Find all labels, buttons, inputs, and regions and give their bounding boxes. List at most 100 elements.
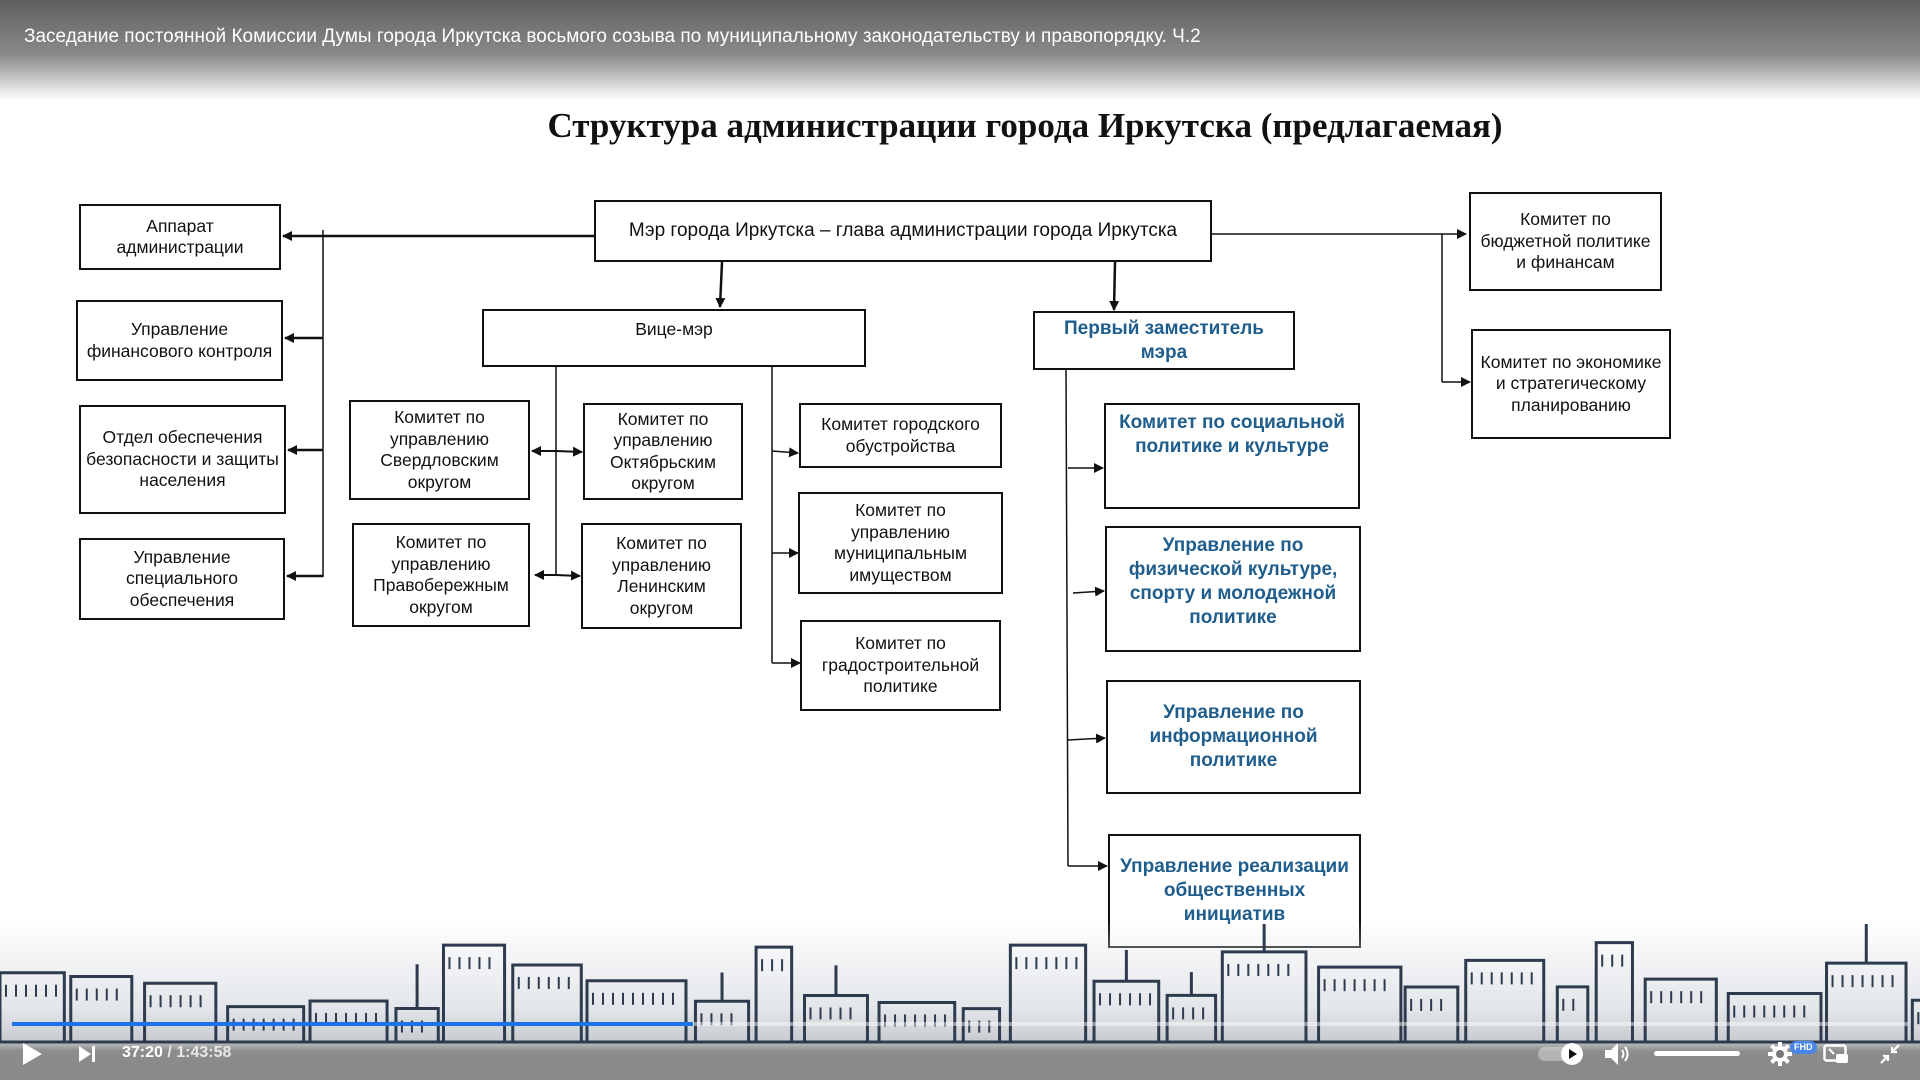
vice-committee-box: Комитет по градостроительной политике	[800, 620, 1001, 711]
first-deputy-unit-label: Управление по информационной политике	[1149, 702, 1318, 771]
district-committee-box: Комитет по управлению Свердловским округ…	[349, 400, 530, 500]
district-committee-box: Комитет по управлению Ленинским округом	[581, 523, 742, 629]
connector-district-2b	[555, 570, 581, 581]
skyline-building	[1726, 991, 1823, 1042]
skyline-building	[693, 972, 751, 1042]
skyline-building	[877, 1000, 957, 1042]
first-deputy-box: Первый заместитель мэра	[1033, 311, 1295, 370]
connector-mayor-vice	[715, 261, 726, 308]
connector-first-3	[1067, 733, 1106, 744]
skyline-building	[1092, 950, 1161, 1042]
video-title-bar: Заседание постоянной Комиссии Думы город…	[0, 0, 1920, 100]
vice-mayor-box: Вице-мэр	[482, 309, 866, 367]
first-deputy-unit-box: Управление по информационной политике	[1106, 680, 1361, 794]
district-committee-label: Комитет по управлению Ленинским округом	[611, 533, 712, 618]
connector-mayor-first	[1109, 261, 1120, 311]
connector-vice-c1	[771, 447, 799, 458]
district-committee-box: Комитет по управлению Октябрьским округо…	[583, 403, 743, 500]
skyline-building	[1910, 998, 1920, 1042]
skyline-building	[1317, 965, 1403, 1042]
skyline-building	[441, 943, 507, 1042]
left-unit-label: Управление специального обеспечения	[126, 546, 238, 610]
skyline-building	[1555, 985, 1590, 1042]
miniplayer-button[interactable]	[1822, 1042, 1850, 1066]
right-committee-label: Комитет по экономике и стратегическому п…	[1480, 351, 1662, 415]
first-deputy-unit-box: Управление по физической культуре, спорт…	[1105, 526, 1361, 652]
quality-badge: FHD	[1790, 1041, 1817, 1054]
skyline-building	[1594, 941, 1634, 1042]
connector-first-2	[1072, 586, 1105, 597]
left-unit-box: Управление специального обеспечения	[79, 538, 285, 620]
volume-icon	[1605, 1043, 1629, 1065]
time-display: 37:20 / 1:43:58	[122, 1044, 231, 1062]
autoplay-toggle-icon	[1561, 1043, 1583, 1065]
skyline-building	[511, 963, 583, 1042]
first-deputy-unit-label: Комитет по социальной политике и культур…	[1119, 412, 1345, 457]
skyline-building	[69, 975, 134, 1042]
vice-mayor-label: Вице-мэр	[635, 319, 713, 339]
skyline-building	[1165, 972, 1218, 1042]
skyline-building	[1464, 958, 1546, 1042]
left-unit-label: Отдел обеспечения безопасности и защиты …	[86, 427, 279, 491]
skyline-building	[308, 999, 389, 1042]
left-unit-box: Управление финансового контроля	[76, 300, 283, 381]
vice-committee-box: Комитет по управлению муниципальным имущ…	[798, 492, 1003, 594]
duration: 1:43:58	[176, 1044, 232, 1061]
district-committee-box: Комитет по управлению Правобережным окру…	[352, 523, 530, 627]
vice-committee-box: Комитет городского обустройства	[799, 403, 1002, 468]
player-controls: 37:20 / 1:43:58 FHD	[0, 1000, 1920, 1080]
skyline-building	[1403, 985, 1460, 1042]
right-committee-label: Комитет по бюджетной политике и финансам	[1480, 209, 1651, 273]
district-committee-label: Комитет по управлению Октябрьским округо…	[609, 408, 717, 494]
autoplay-toggle[interactable]	[1538, 1041, 1588, 1067]
settings-gear-icon	[1768, 1042, 1792, 1066]
next-button[interactable]	[74, 1042, 100, 1066]
connector-district-1b	[555, 446, 583, 457]
district-committee-label: Комитет по управлению Свердловским округ…	[380, 407, 499, 492]
mayor-box: Мэр города Иркутска – глава администраци…	[594, 200, 1212, 262]
skyline-building	[1825, 924, 1908, 1042]
district-committee-label: Комитет по управлению Правобережным окру…	[373, 532, 509, 617]
next-icon	[79, 1046, 95, 1062]
connector-first-bus	[1065, 367, 1069, 867]
skyline-building	[1643, 977, 1718, 1042]
skyline-building	[585, 979, 688, 1042]
left-unit-box: Отдел обеспечения безопасности и защиты …	[79, 405, 286, 514]
slide-title: Структура администрации города Иркутска …	[547, 106, 1503, 145]
first-deputy-unit-box: Комитет по социальной политике и культур…	[1104, 403, 1360, 509]
time-separator: /	[162, 1044, 177, 1061]
vice-committee-label: Комитет по градостроительной политике	[821, 633, 980, 697]
exit-fullscreen-button[interactable]	[1876, 1040, 1904, 1068]
vice-committee-label: Комитет по управлению муниципальным имущ…	[833, 500, 968, 585]
left-unit-label: Аппарат администрации	[116, 215, 244, 258]
right-committee-box: Комитет по бюджетной политике и финансам	[1469, 192, 1662, 291]
play-icon	[23, 1043, 42, 1065]
first-deputy-unit-label: Управление по физической культуре, спорт…	[1128, 535, 1338, 628]
first-deputy-unit-label: Управление реализации общественных иници…	[1120, 856, 1349, 925]
skyline-building	[961, 1007, 1002, 1042]
vice-committee-label: Комитет городского обустройства	[821, 414, 980, 456]
right-committee-box: Комитет по экономике и стратегическому п…	[1471, 329, 1671, 439]
city-skyline-banner	[0, 920, 1920, 1080]
skyline-building	[802, 965, 869, 1042]
volume-button[interactable]	[1602, 1040, 1632, 1068]
progress-fill	[12, 1022, 693, 1026]
mayor-label: Мэр города Иркутска – глава администраци…	[628, 220, 1178, 242]
exit-fullscreen-icon	[1880, 1044, 1900, 1064]
settings-button[interactable]	[1766, 1040, 1794, 1068]
skyline-building	[143, 981, 218, 1042]
skyline-building	[0, 971, 66, 1042]
volume-slider[interactable]	[1654, 1051, 1740, 1056]
skyline-building	[1220, 924, 1308, 1042]
left-unit-label: Управление финансового контроля	[86, 319, 273, 361]
miniplayer-icon	[1823, 1044, 1848, 1063]
left-unit-box: Аппарат администрации	[79, 204, 281, 270]
play-button[interactable]	[18, 1040, 46, 1068]
progress-bar[interactable]	[12, 1022, 1908, 1026]
skyline-illustration	[0, 924, 1920, 1044]
video-title: Заседание постоянной Комиссии Думы город…	[24, 26, 1201, 47]
skyline-building	[754, 945, 794, 1042]
skyline-building	[1008, 943, 1088, 1042]
current-time: 37:20	[122, 1044, 163, 1061]
